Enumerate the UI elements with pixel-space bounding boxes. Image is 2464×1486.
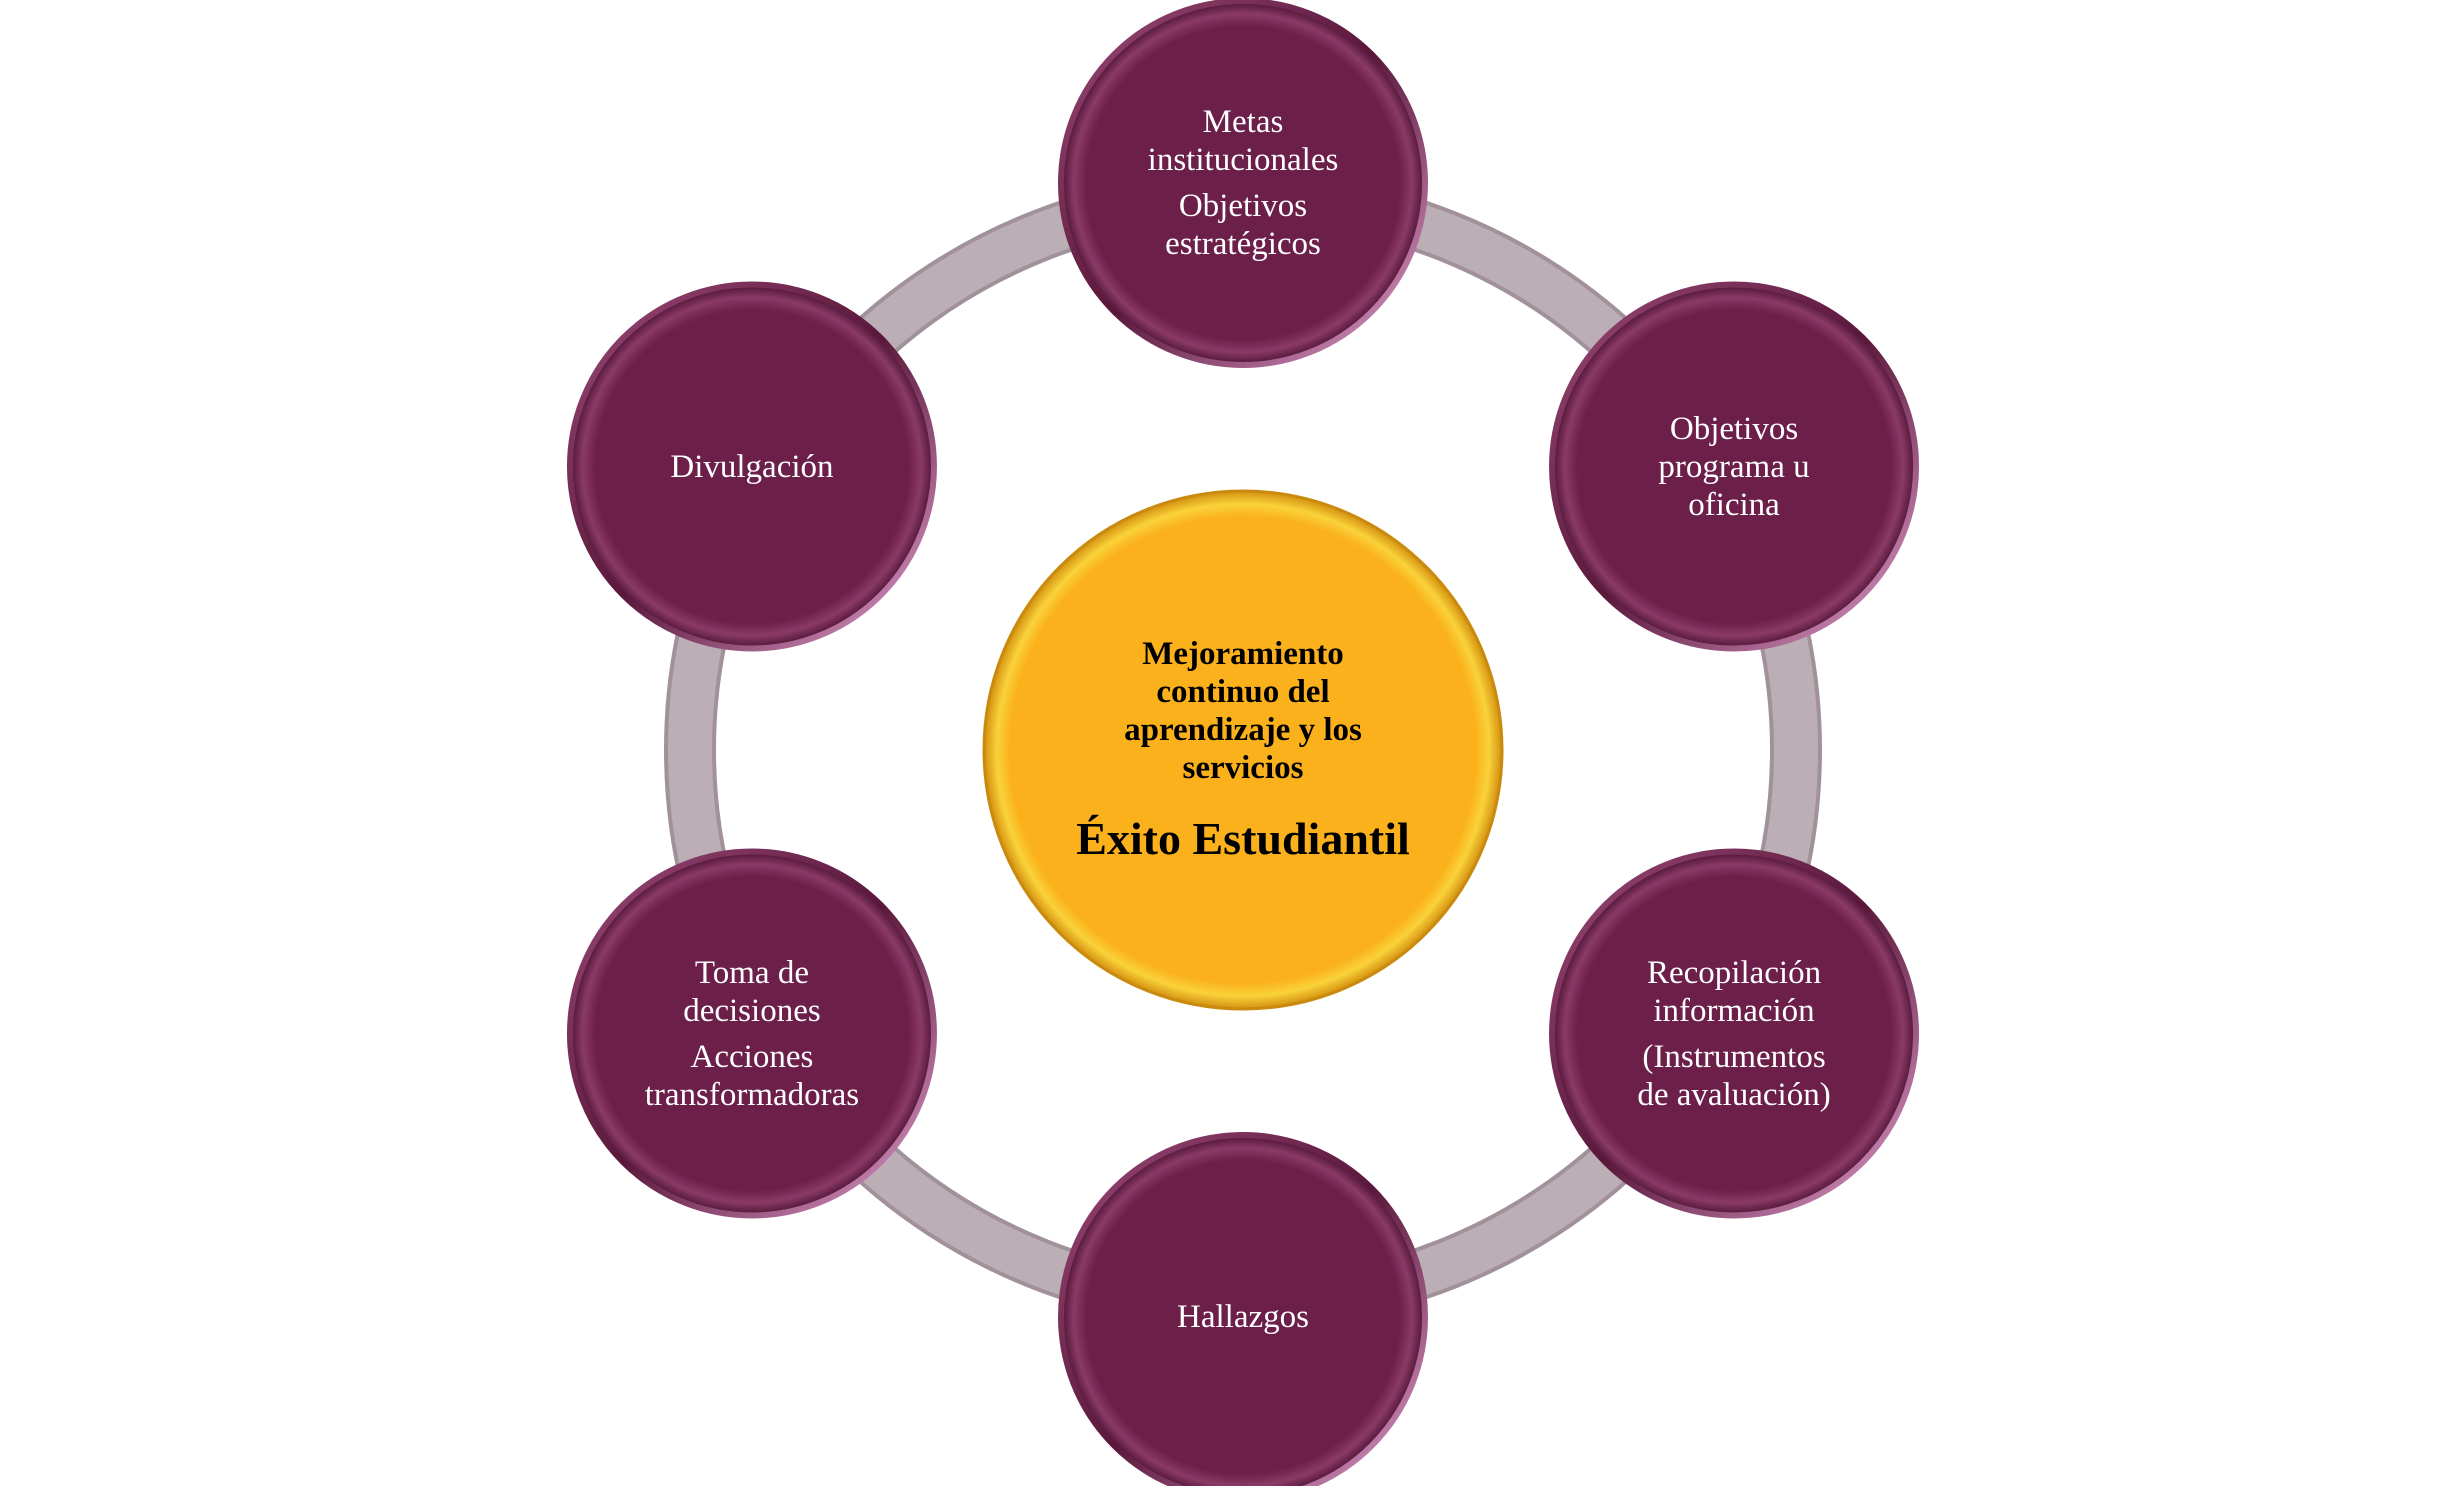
center-subtitle: Mejoramiento continuo del aprendizaje y …	[1124, 635, 1362, 787]
center-title: Éxito Estudiantil	[1076, 813, 1410, 864]
node-text-group: Hallazgos	[1177, 1298, 1309, 1336]
node-text-line: estratégicos	[1165, 226, 1321, 262]
node-text-line: Objetivos	[1669, 410, 1799, 447]
node-circle	[1058, 0, 1428, 368]
node-text-line: transformadoras	[644, 1076, 860, 1113]
node-circle	[566, 848, 937, 1219]
node-text-line: Hallazgos	[1177, 1299, 1309, 1335]
node-circle	[566, 281, 937, 652]
node-text-line: programa u	[1658, 448, 1810, 485]
node-text-line: oficina	[1688, 486, 1780, 523]
node-text-line: de avaluación)	[1637, 1076, 1831, 1113]
node-text-line: Acciones	[690, 1038, 814, 1075]
node-text-line: institucionales	[1147, 142, 1339, 178]
node-text-line: (Instrumentos	[1642, 1038, 1826, 1075]
center-line: Mejoramiento	[1142, 636, 1344, 672]
node-circle	[1058, 1132, 1428, 1486]
node-text-line: Recopilación	[1646, 954, 1822, 991]
node-text-line: Divulgación	[670, 448, 834, 485]
center-line: servicios	[1182, 750, 1304, 786]
node-text-line: Metas	[1202, 104, 1284, 140]
node-text-line: Toma de	[694, 954, 809, 991]
node-text-line: información	[1653, 992, 1815, 1029]
node-text-group: Divulgación	[670, 448, 833, 486]
node-circle	[1549, 281, 1920, 652]
center-circle	[982, 489, 1504, 1011]
center-line: continuo del	[1156, 674, 1330, 710]
node-text-line: decisiones	[683, 992, 821, 1029]
node-label: Divulgación	[592, 307, 912, 627]
node-text-line: Objetivos	[1178, 188, 1308, 224]
node-label: Hallazgos	[1083, 1157, 1403, 1477]
center-label: Mejoramiento continuo del aprendizaje y …	[1003, 510, 1483, 990]
node-circle	[1549, 848, 1920, 1219]
center-line: aprendizaje y los	[1124, 712, 1362, 748]
